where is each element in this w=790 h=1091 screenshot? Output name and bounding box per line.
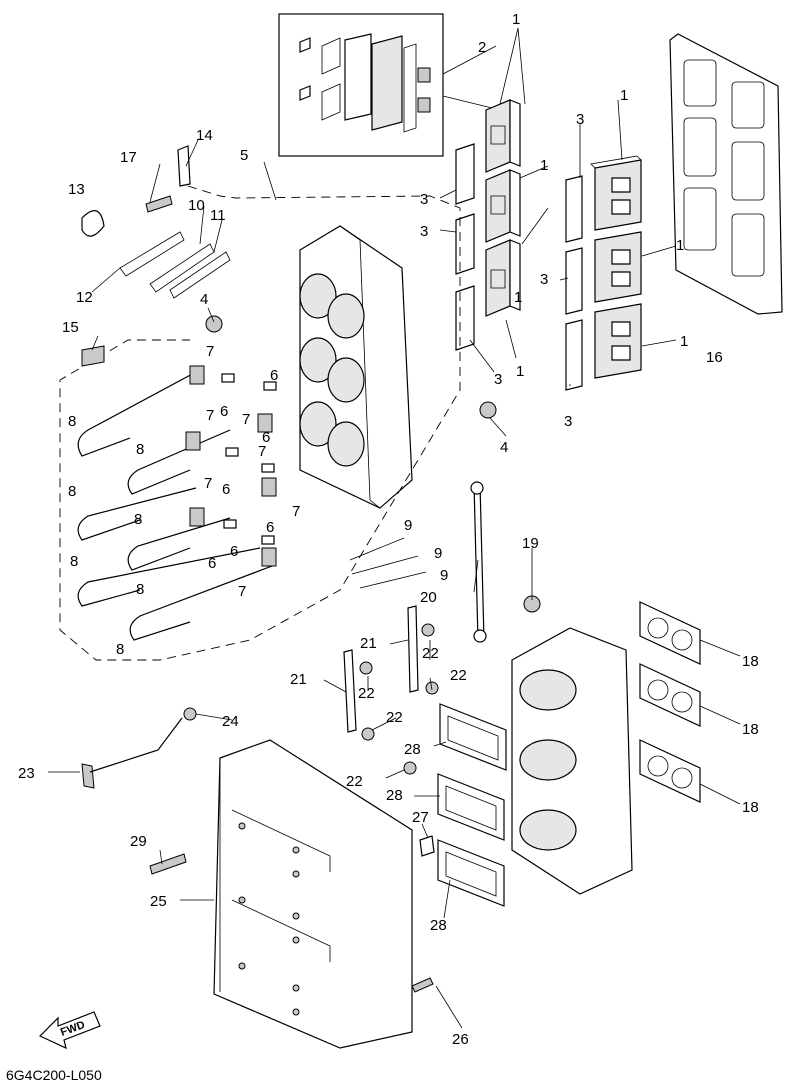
intake-manifold-gasket	[669, 33, 783, 315]
callout-3: 3	[564, 413, 572, 430]
callout-21: 21	[290, 671, 307, 688]
callout-7: 7	[258, 443, 266, 460]
callout-22: 22	[346, 773, 363, 790]
callout-18: 18	[742, 721, 759, 738]
callout-8: 8	[68, 413, 76, 430]
callout-8: 8	[116, 641, 124, 658]
callout-8: 8	[70, 553, 78, 570]
callout-9: 9	[404, 517, 412, 534]
callout-11: 11	[210, 207, 226, 224]
callout-3: 3	[420, 191, 428, 208]
reed-plates-middle-column	[455, 143, 475, 351]
callout-3: 3	[494, 371, 502, 388]
callout-9: 9	[434, 545, 442, 562]
callout-27: 27	[412, 809, 429, 826]
blow-by-hoses	[77, 371, 273, 641]
reed-valve-right-column	[590, 155, 642, 379]
callout-6: 6	[262, 429, 270, 446]
callout-9: 9	[440, 567, 448, 584]
callout-12: 12	[76, 289, 93, 306]
callout-7: 7	[238, 583, 246, 600]
throttle-body-gaskets	[639, 601, 701, 803]
callout-2: 2	[478, 39, 486, 56]
callout-22: 22	[450, 667, 467, 684]
reed-plates-right-column	[565, 175, 583, 391]
callout-14: 14	[196, 127, 213, 144]
fwd-arrow-icon: FWD	[38, 1011, 101, 1050]
callout-7: 7	[206, 407, 214, 424]
callout-18: 18	[742, 799, 759, 816]
diagram-code: 6G4C200-L050	[6, 1067, 102, 1083]
callout-23: 23	[18, 765, 35, 782]
callout-6: 6	[270, 367, 278, 384]
callout-8: 8	[68, 483, 76, 500]
callout-25: 25	[150, 893, 167, 910]
intake-manifold-body	[299, 225, 413, 509]
callout-6: 6	[230, 543, 238, 560]
throttle-body-block	[511, 627, 633, 895]
callout-15: 15	[62, 319, 79, 336]
callout-1: 1	[620, 87, 628, 104]
callout-20: 20	[420, 589, 437, 606]
callout-6: 6	[266, 519, 274, 536]
reed-valve-detail-inset	[278, 13, 493, 157]
callout-16: 16	[706, 349, 723, 366]
callout-5: 5	[240, 147, 248, 164]
callout-24: 24	[222, 713, 239, 730]
callout-7: 7	[206, 343, 214, 360]
callout-4: 4	[200, 291, 208, 308]
callout-22: 22	[422, 645, 439, 662]
intake-silencer-cover	[213, 739, 413, 1049]
callout-7: 7	[242, 411, 250, 428]
callout-17: 17	[120, 149, 137, 166]
callout-1: 1	[516, 363, 524, 380]
callout-6: 6	[208, 555, 216, 572]
callout-7: 7	[204, 475, 212, 492]
callout-1: 1	[680, 333, 688, 350]
callout-1: 1	[512, 11, 520, 28]
callout-4: 4	[500, 439, 508, 456]
callout-22: 22	[386, 709, 403, 726]
callout-3: 3	[576, 111, 584, 128]
callout-1: 1	[540, 157, 548, 174]
callout-28: 28	[430, 917, 447, 934]
callout-22: 22	[358, 685, 375, 702]
callout-7: 7	[292, 503, 300, 520]
callout-10: 10	[188, 197, 205, 214]
callout-18: 18	[742, 653, 759, 670]
callout-8: 8	[136, 581, 144, 598]
manifold-assembly-outline	[59, 185, 461, 661]
callout-6: 6	[222, 481, 230, 498]
reed-valve-middle-column	[485, 99, 521, 317]
callout-1: 1	[514, 289, 522, 306]
upper-hoses-and-fittings	[81, 145, 497, 419]
callout-28: 28	[404, 741, 421, 758]
callout-8: 8	[136, 441, 144, 458]
callout-numbers: 1 2 1 1 1 1 1 1 3 3 3 3 3 3 4 4 5 6 6 6 …	[18, 11, 759, 1048]
callout-6: 6	[220, 403, 228, 420]
callout-28: 28	[386, 787, 403, 804]
callout-8: 8	[134, 511, 142, 528]
callout-19: 19	[522, 535, 539, 552]
link-rod-and-brackets	[343, 481, 541, 775]
silencer-gaskets	[437, 703, 507, 907]
callout-26: 26	[452, 1031, 469, 1048]
small-hardware	[81, 707, 435, 993]
callout-29: 29	[130, 833, 147, 850]
callout-3: 3	[420, 223, 428, 240]
hose-joints	[185, 365, 277, 567]
callout-13: 13	[68, 181, 85, 198]
callout-leader-lines	[48, 27, 741, 1029]
callout-21: 21	[360, 635, 377, 652]
callout-1: 1	[676, 237, 684, 254]
callout-3: 3	[540, 271, 548, 288]
